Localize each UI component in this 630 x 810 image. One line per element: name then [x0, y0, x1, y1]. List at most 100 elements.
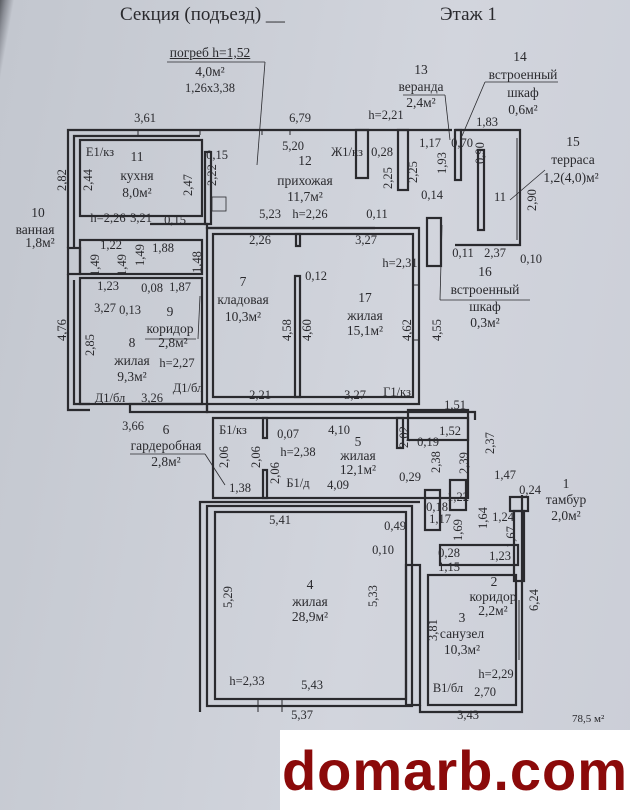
dimension-label: 3,81 — [426, 619, 440, 641]
room-label: коридор — [146, 321, 194, 336]
room-label: кладовая — [217, 292, 269, 307]
dimension-label: 5,41 — [269, 513, 291, 527]
dimension-label: 1,69 — [451, 519, 465, 541]
walls — [66, 128, 530, 714]
dimension-label: 0,11 — [452, 246, 474, 260]
dimension-label: 1,64 — [476, 507, 490, 529]
dimension-label: 0,07 — [277, 427, 299, 441]
opening-label: Ж1/кз — [331, 145, 363, 159]
opening-label: Г1/кз — [383, 385, 411, 399]
dimension-label: 2,90 — [525, 189, 539, 211]
dimension-label: 4,60 — [300, 319, 314, 341]
room-label: 14 — [513, 49, 527, 64]
room-label: шкаф — [469, 299, 501, 314]
room-label: санузел — [439, 626, 485, 641]
dimension-label: 2,70 — [474, 685, 496, 699]
dimension-label: 1,87 — [169, 280, 191, 294]
dimension-label: 6,24 — [527, 589, 541, 611]
opening-label: Б1/кз — [219, 423, 247, 437]
room-label: терраса — [551, 152, 595, 167]
dimension-label: 2,25 — [381, 167, 395, 189]
dimension-label: 2,02 — [397, 426, 411, 448]
room-label: 2 — [490, 574, 498, 589]
dimension-label: 3,66 — [122, 419, 144, 433]
dimension-label: 0,12 — [305, 269, 327, 283]
dimension-label: 4,76 — [55, 319, 69, 341]
floor-title: Этаж 1 — [440, 4, 497, 25]
dimension-label: 0,14 — [421, 188, 443, 202]
dimension-label: 2,21 — [249, 388, 271, 402]
room-label: 4,0м² — [195, 64, 225, 79]
room-label: 8,0м² — [122, 185, 152, 200]
room-label: ванная — [15, 222, 55, 237]
dimension-label: 0,28 — [438, 546, 460, 560]
room-label: жилая — [340, 448, 376, 463]
dimension-label: 2,85 — [83, 334, 97, 356]
room-label: кухня — [120, 168, 154, 183]
opening-label: Д1/бл — [94, 391, 126, 405]
dimension-label: 0,10 — [372, 543, 394, 557]
room-label: 1,2(4,0)м² — [543, 170, 599, 185]
room-label: 6 — [162, 422, 170, 437]
watermark: domarb.com — [280, 730, 630, 810]
leader-lines — [130, 61, 558, 486]
dimension-label: 1,49 — [115, 254, 129, 276]
room-label: коридор — [469, 589, 517, 604]
dimension-label: 1,17 — [419, 136, 441, 150]
opening-label: В1/бл — [432, 681, 464, 695]
dimension-label: 1,67 — [504, 526, 518, 548]
dimension-label: 2,26 — [249, 233, 271, 247]
dimension-label: h=2,31 — [382, 256, 418, 270]
room-label: гардеробная — [130, 438, 202, 453]
dimension-label: 0,49 — [384, 519, 406, 533]
room-label: 10 — [31, 205, 45, 220]
dimension-label: 5,33 — [366, 585, 380, 607]
dimension-label: 1,22 — [447, 490, 469, 504]
room-label: 28,9м² — [291, 609, 329, 624]
dimension-label: h=2,21 — [368, 108, 404, 122]
room-label: 16 — [478, 264, 492, 279]
room-label: 4 — [306, 577, 314, 592]
dimension-label: 11 — [493, 190, 507, 204]
room-label: жилая — [347, 308, 383, 323]
dimension-label: 0,08 — [141, 281, 163, 295]
room-label: 2,8м² — [158, 335, 188, 350]
dimension-label: 1,48 — [190, 251, 204, 273]
dimension-label: 2,44 — [81, 169, 95, 191]
dimension-label: 1,22 — [100, 238, 122, 252]
dimension-label: 1,17 — [429, 512, 451, 526]
dimension-label: 1,23 — [97, 279, 119, 293]
room-label: 2,2м² — [478, 603, 508, 618]
room-label: 9 — [166, 304, 174, 319]
dimension-label: 2,39 — [457, 452, 471, 474]
dimension-label: 1,24 — [492, 510, 514, 524]
dimension-label: 1,23 — [489, 549, 511, 563]
dimension-label: h=2,26 — [292, 207, 328, 221]
dimension-label: 3,27 — [355, 233, 377, 247]
opening-label: Б1/д — [286, 476, 310, 490]
dimension-label: h=2,27 — [159, 356, 195, 370]
room-label: 1 — [562, 476, 570, 491]
dimension-label: 3,26 — [141, 391, 163, 405]
dimension-label: h=2,26 — [90, 211, 126, 225]
room-label: 1,8м² — [25, 235, 55, 250]
room-label: 3 — [458, 610, 466, 625]
dimension-label: 0,18 — [426, 500, 448, 514]
dimension-label: 4,55 — [430, 319, 444, 341]
dimension-label: 2,25 — [406, 161, 420, 183]
dimension-label: 0,28 — [371, 145, 393, 159]
room-label: 2,8м² — [151, 454, 181, 469]
room-label: 0,3м² — [470, 315, 500, 330]
dimension-label: 3,61 — [134, 111, 156, 125]
dimension-label: 2,06 — [249, 446, 263, 468]
dimension-label: 5,20 — [282, 139, 304, 153]
dimension-label: 0,15 — [164, 213, 186, 227]
dimension-label: 1,38 — [229, 481, 251, 495]
dimension-label: 0,24 — [519, 483, 541, 497]
dimension-label: 1,83 — [476, 115, 498, 129]
dimension-label: 5,43 — [301, 678, 323, 692]
dimension-label: 2,37 — [484, 246, 506, 260]
dimension-label: 0,13 — [119, 303, 141, 317]
dimension-label: 4,58 — [280, 319, 294, 341]
room-label: жилая — [292, 594, 328, 609]
